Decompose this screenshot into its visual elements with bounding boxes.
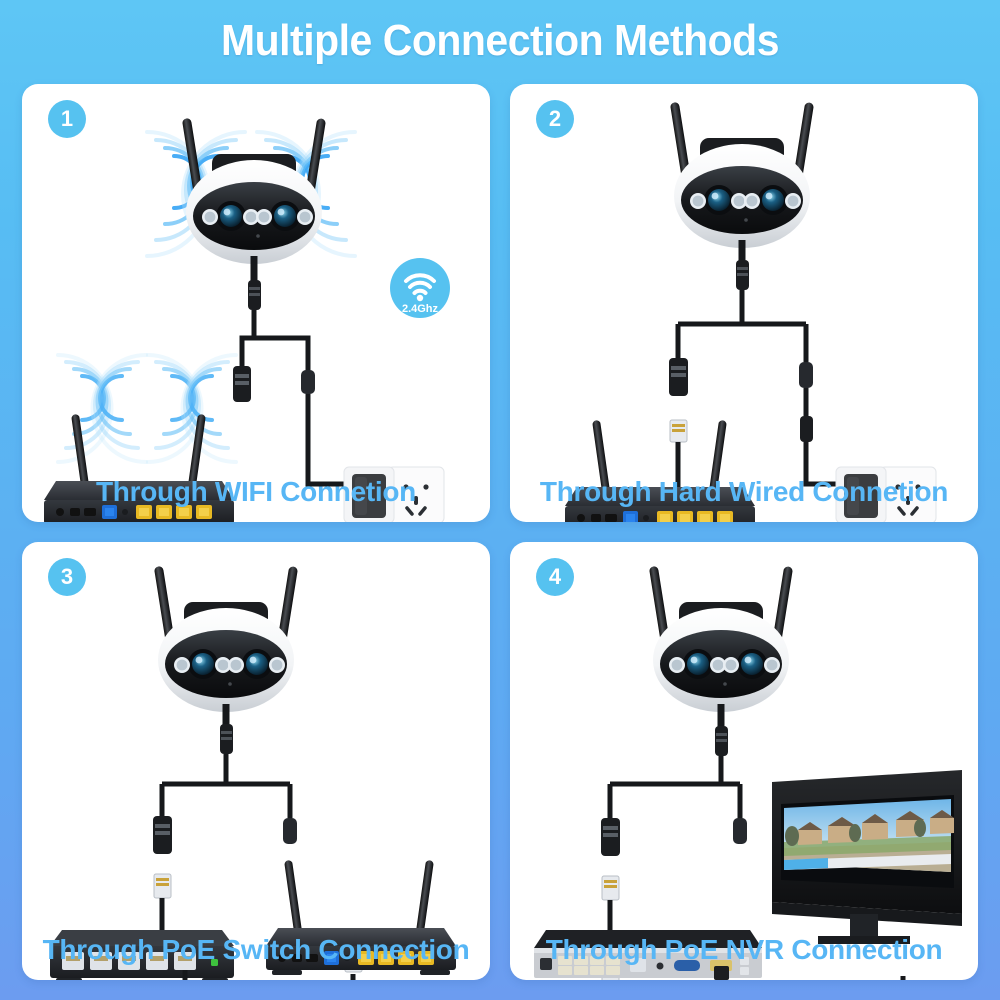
ethernet-connector — [601, 818, 620, 856]
wifi-router — [565, 420, 755, 522]
poe-switch-ports — [62, 952, 196, 970]
panel-poe-switch-connection[interactable]: 3 — [22, 542, 490, 980]
y-split-cable — [607, 756, 743, 820]
panel-caption: Through Hard Wired Connetion — [539, 476, 949, 507]
router-wifi-waves — [56, 353, 238, 464]
panel-number-badge: 2 — [536, 100, 574, 138]
ethernet-connector — [669, 358, 688, 396]
panel-hardwired-connection[interactable]: 2 — [510, 84, 978, 522]
camera-lens-left — [202, 201, 259, 231]
panel-illustration — [510, 84, 978, 522]
dc-power-connector — [301, 370, 315, 414]
nvr-power-port — [540, 958, 552, 970]
panel-caption: Through WIFI Connetion — [96, 476, 416, 507]
dc-power-connector — [799, 362, 846, 487]
poe-switch — [50, 930, 234, 980]
page-title: Multiple Connection Methods — [220, 16, 779, 65]
nvr-vga-port — [674, 960, 700, 971]
security-camera — [182, 118, 326, 310]
switch-status-led — [211, 959, 218, 966]
panel-grid: 1 — [22, 84, 978, 980]
wifi-badge-label: 2.4Ghz — [402, 303, 439, 315]
panel-poe-nvr-connection[interactable]: 4 — [510, 542, 978, 980]
panel-number-badge: 3 — [48, 558, 86, 596]
security-camera — [154, 566, 298, 754]
panel-number-badge: 4 — [536, 558, 574, 596]
nvr-lan-port — [630, 958, 646, 972]
poe-nvr — [534, 930, 762, 978]
power-adapter — [343, 466, 395, 522]
power-adapter — [835, 466, 887, 522]
adapter-cable — [305, 414, 354, 487]
panel-illustration — [22, 542, 490, 980]
wifi-2ghz-badge: 2.4Ghz — [390, 258, 450, 318]
tv-screen-content — [784, 799, 954, 872]
wifi-router — [266, 860, 456, 975]
wifi-router — [44, 414, 234, 522]
y-split-cable — [675, 290, 809, 362]
panel-number-badge: 1 — [48, 100, 86, 138]
security-camera — [649, 566, 793, 756]
nvr-poe-ports — [558, 956, 620, 975]
panel-illustration — [510, 542, 978, 980]
y-split-cable — [159, 754, 293, 818]
hdmi-plug — [714, 966, 729, 980]
dc-power-connector — [733, 818, 747, 844]
panel-caption: Through PoE Switch Connection — [42, 934, 470, 965]
ethernet-connector — [153, 816, 172, 854]
panel-caption: Through PoE NVR Connection — [545, 934, 943, 965]
security-camera — [670, 102, 814, 290]
camera-lens-right — [256, 201, 313, 231]
dc-power-connector — [283, 818, 297, 844]
power-cable — [239, 310, 311, 372]
ethernet-connector — [233, 366, 251, 402]
router-lan-ports — [136, 505, 212, 519]
panel-wifi-connection[interactable]: 1 — [22, 84, 490, 522]
nvr-audio-port — [656, 962, 664, 970]
panel-illustration: 2.4Ghz — [22, 84, 490, 522]
monitor-tv — [772, 770, 962, 944]
timeline-progress — [784, 858, 828, 870]
